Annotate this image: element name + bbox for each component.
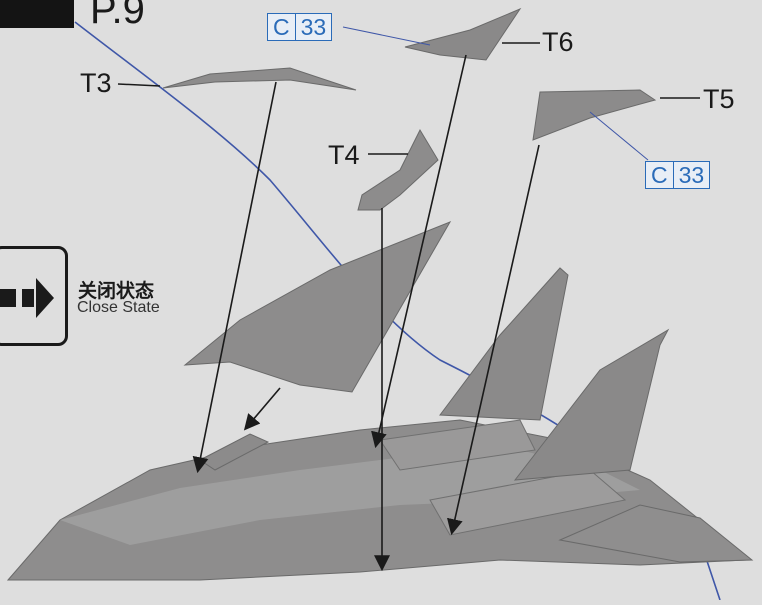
vertical-tail-right xyxy=(513,328,670,481)
fuselage-top xyxy=(60,450,640,545)
wing-part xyxy=(183,221,452,393)
arrow-right-icon xyxy=(0,278,54,318)
page-number: P.9 xyxy=(90,0,145,32)
part-label-t6: T6 xyxy=(542,27,574,57)
callout-c33-right: C 33 xyxy=(645,161,711,189)
arrow-t5 xyxy=(447,144,540,536)
part-label-t4: T4 xyxy=(328,140,360,170)
horizontal-stabilizer xyxy=(558,504,754,563)
callout-leader-1 xyxy=(342,26,431,46)
engine-nacelle-left xyxy=(379,419,536,471)
callout-c33-top: C 33 xyxy=(267,13,333,41)
arrow-wing-vane xyxy=(243,387,281,431)
part-t4-shape xyxy=(357,128,439,211)
vertical-tail-left xyxy=(439,267,569,421)
callout-number: 33 xyxy=(300,14,327,40)
leader-t3 xyxy=(117,83,161,87)
glove-vane xyxy=(199,433,270,471)
arrow-t6 xyxy=(371,54,467,449)
part-t6-shape xyxy=(404,7,522,61)
part-label-t3: T3 xyxy=(80,68,112,98)
callout-number: 33 xyxy=(678,162,705,188)
state-indicator xyxy=(0,246,68,346)
part-t3-shape xyxy=(162,67,357,91)
callout-letter: C xyxy=(268,14,296,40)
page-tag xyxy=(0,0,74,28)
part-label-t5: T5 xyxy=(703,84,735,114)
callout-leader-2 xyxy=(589,111,649,161)
state-label-zh: 关闭状态 xyxy=(78,281,155,302)
arrow-t3 xyxy=(192,81,277,474)
state-label-en: Close State xyxy=(77,299,160,316)
callout-letter: C xyxy=(646,162,674,188)
engine-nacelle-right xyxy=(429,469,627,536)
